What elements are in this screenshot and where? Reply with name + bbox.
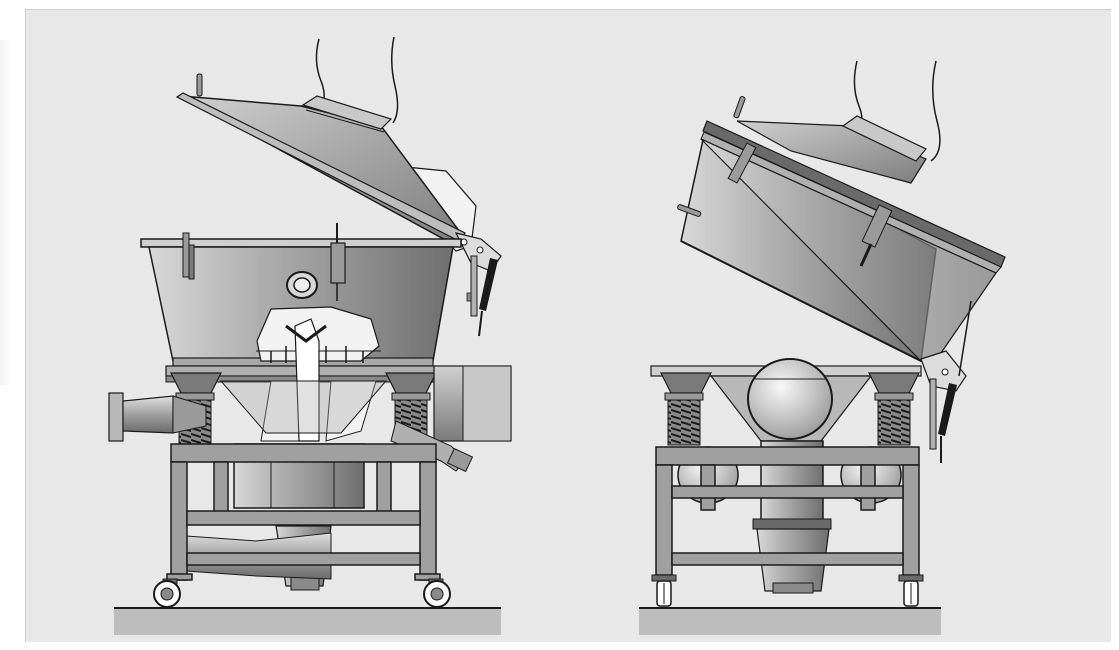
right-drum (747, 358, 833, 440)
right-tilted-hopper (677, 96, 1006, 363)
left-lift-cable-b (391, 36, 399, 124)
left-floor (114, 608, 501, 635)
right-sieve-frame (650, 358, 922, 442)
illustration-frame (25, 9, 1111, 642)
left-hinge-assembly (454, 232, 502, 337)
right-lift-cable-b (930, 60, 941, 162)
right-casters (651, 574, 924, 607)
left-sieve-deck (165, 306, 437, 442)
right-springs (660, 372, 920, 446)
left-outlets (108, 365, 512, 473)
left-open-lid (175, 73, 466, 244)
right-machine (639, 60, 1006, 635)
left-springs (170, 372, 437, 446)
sifter-illustration (108, 36, 1006, 635)
left-casters (153, 578, 451, 608)
left-machine (108, 36, 512, 635)
left-edge-shadow (0, 40, 12, 385)
left-frame (166, 443, 441, 581)
right-frame (655, 446, 920, 576)
right-hinge-assembly (920, 300, 972, 463)
right-floor (639, 608, 941, 635)
